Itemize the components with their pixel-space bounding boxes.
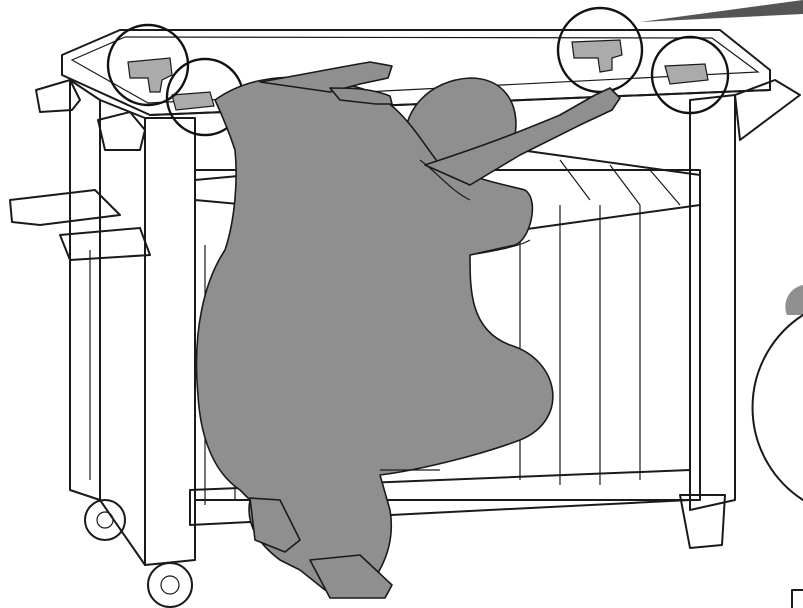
person-silhouette-icon [197, 62, 620, 598]
magnifier-callout-icon [640, 0, 803, 22]
cart-right-frame [680, 80, 800, 548]
detail-view-partial [753, 285, 803, 608]
cart-left-frame [10, 80, 195, 565]
caster-wheel-icon [85, 500, 192, 607]
